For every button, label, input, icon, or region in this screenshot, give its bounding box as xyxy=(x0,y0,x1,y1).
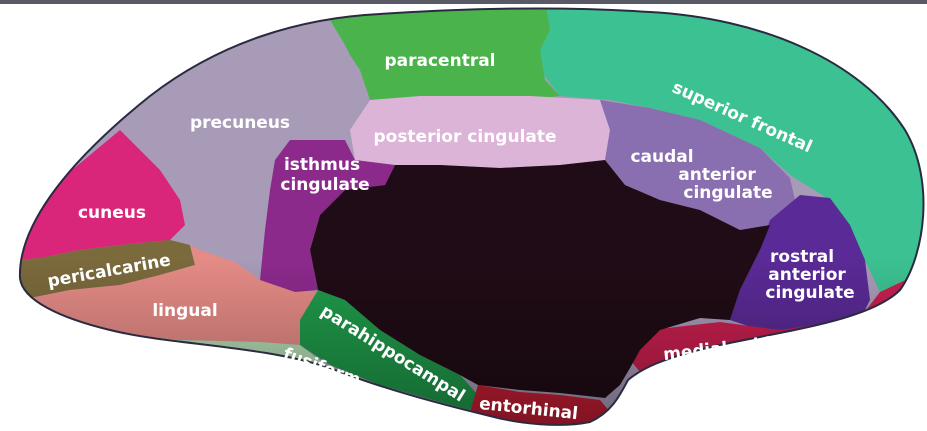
label-posterior-cingulate: posterior cingulate xyxy=(373,127,556,147)
label-paracentral: paracentral xyxy=(384,51,495,71)
label-cuneus: cuneus xyxy=(78,203,146,223)
label-precuneus: precuneus xyxy=(190,113,290,133)
label-isthmus-cingulate: isthmus cingulate xyxy=(280,155,369,195)
label-lingual: lingual xyxy=(152,301,217,321)
